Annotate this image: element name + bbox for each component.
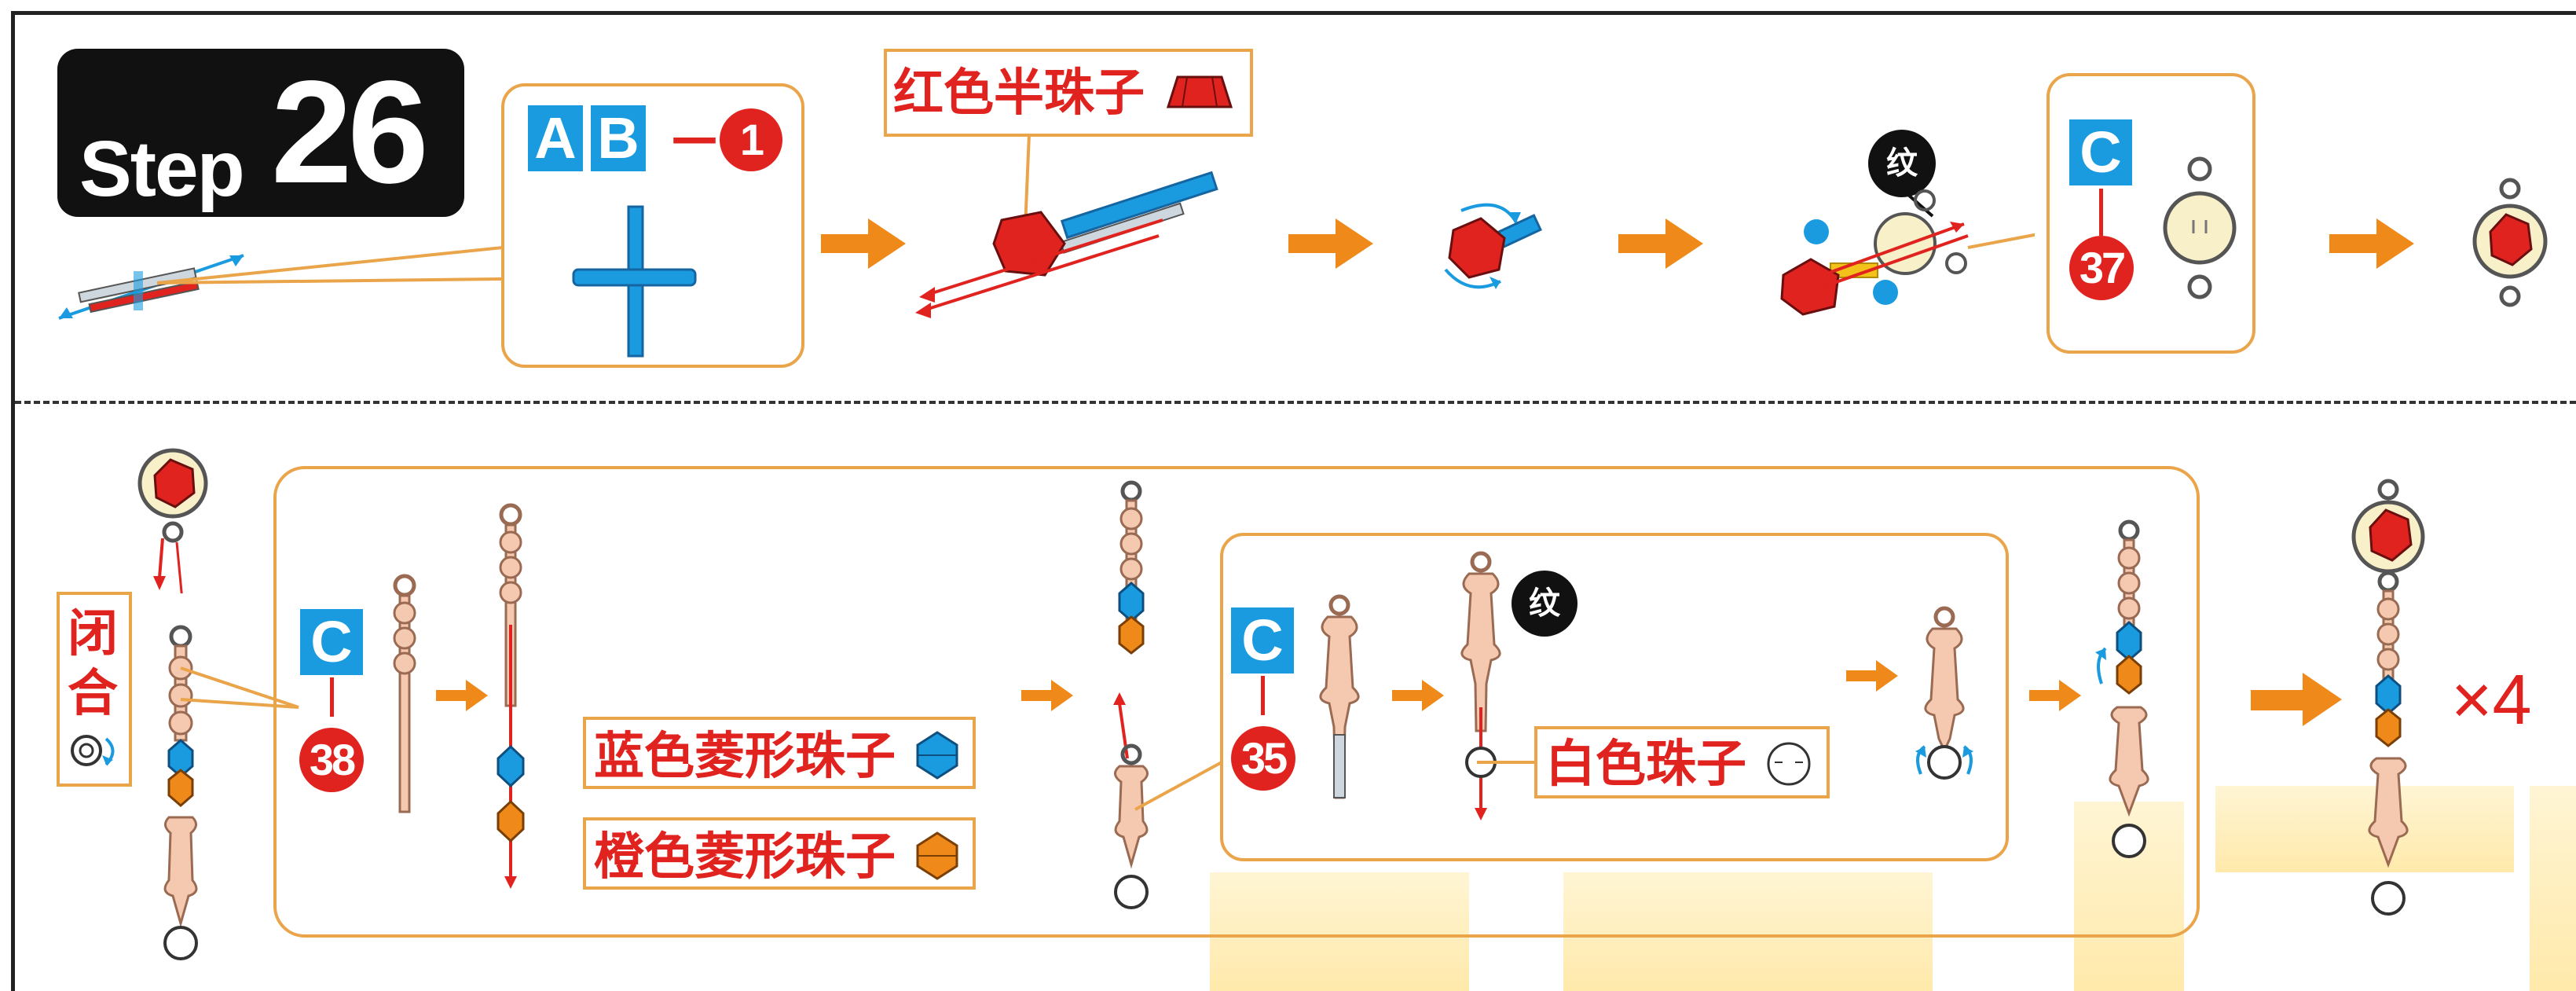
red-half-bead-text: 红色半珠子 — [893, 64, 1145, 123]
pendant-closing-illustration — [1915, 606, 1973, 780]
round-plate-part — [2163, 156, 2237, 299]
parts-dash: — — [671, 110, 718, 165]
flow-arrow — [821, 218, 906, 269]
close-label-text: 闭合 — [68, 605, 118, 723]
blue-bead-label: 蓝色菱形珠子 — [583, 717, 977, 789]
white-bead-text: 白色珠子 — [1545, 736, 1746, 794]
part-number-38: 38 — [299, 728, 364, 792]
rod-with-beads — [497, 503, 525, 889]
cross-connector-part — [572, 205, 697, 358]
flow-arrow — [1618, 218, 1703, 269]
assembled-chain-left — [163, 625, 198, 960]
final-charm — [2351, 479, 2425, 916]
watermark — [2215, 786, 2514, 872]
badge-connector — [330, 677, 334, 717]
orange-bead-label: 橙色菱形珠子 — [583, 817, 977, 890]
red-half-bead-label: 红色半珠子 — [884, 49, 1254, 137]
part-badge-c37: C — [2069, 119, 2132, 185]
step-badge: Step 26 — [57, 49, 464, 217]
pattern-badge-top: 纹 — [1868, 130, 1936, 197]
medallion-result-top — [2472, 178, 2548, 307]
bead-on-bar-illustration — [915, 134, 1218, 318]
flow-arrow — [1288, 218, 1373, 269]
flow-arrow — [2329, 218, 2414, 269]
flow-arrow — [1021, 680, 1073, 711]
flow-arrow — [1392, 680, 1444, 711]
part-badge-a: A — [528, 105, 583, 171]
part-badge-c38: C — [300, 609, 363, 675]
pattern-badge-bottom: 纹 — [1512, 571, 1577, 637]
badge-connector — [1261, 676, 1265, 715]
blue-bead-icon — [916, 731, 958, 780]
chain-joining-illustration — [1113, 480, 1149, 909]
watermark — [1563, 872, 1933, 991]
bead-rod-part — [393, 574, 416, 813]
parts-box-ab — [501, 83, 804, 368]
orange-bead-text: 橙色菱形珠子 — [594, 828, 896, 886]
step-word: Step — [79, 125, 245, 213]
flow-arrow-final — [2251, 673, 2342, 726]
watermark — [2530, 786, 2576, 991]
flow-arrow — [2029, 680, 2081, 711]
pendant-part — [1319, 594, 1360, 799]
part-number-37: 37 — [2069, 236, 2134, 300]
chain-with-pendant — [2095, 519, 2149, 858]
part-badge-b: B — [591, 105, 646, 171]
watermark — [1210, 872, 1469, 991]
flow-arrow — [436, 680, 488, 711]
callout-lines-c35 — [1134, 761, 1222, 811]
part-number-35: 35 — [1231, 726, 1295, 791]
diagram-frame — [11, 11, 2576, 991]
callout-lines — [157, 246, 504, 284]
close-label: 闭合 — [57, 592, 132, 787]
badge-connector — [2099, 189, 2103, 236]
white-bead-label: 白色珠子 — [1534, 726, 1830, 798]
close-ring-icon — [71, 735, 115, 766]
rotate-bead-illustration — [1444, 203, 1542, 289]
crossed-bar-part — [58, 254, 244, 320]
bead-to-plate-illustration — [1780, 187, 2035, 316]
part-count-badge: 1 — [720, 108, 782, 171]
parts-box-c37 — [2047, 73, 2255, 354]
subassembly-box — [273, 466, 2200, 938]
flow-arrow — [1846, 660, 1898, 692]
medallion-left — [137, 448, 208, 593]
step-number: 26 — [271, 51, 429, 214]
part-badge-c35: C — [1231, 607, 1294, 674]
blue-bead-text: 蓝色菱形珠子 — [594, 728, 896, 786]
quantity-multiplier: ×4 — [2451, 661, 2532, 740]
orange-bead-icon — [916, 831, 958, 880]
white-bead-icon — [1767, 742, 1811, 786]
pendant-with-bead — [1460, 551, 1501, 820]
pendant-subassembly-box — [1220, 533, 2009, 861]
white-bead-callout-line — [1477, 761, 1536, 764]
red-half-bead-icon — [1167, 75, 1233, 108]
row-divider — [15, 401, 2576, 404]
callout-lines-c38 — [180, 666, 299, 709]
